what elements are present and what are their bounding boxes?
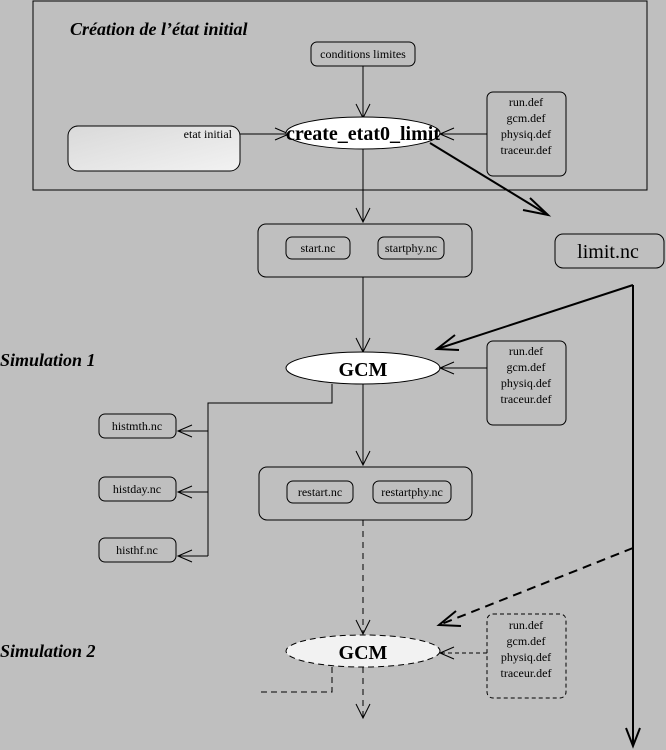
histmth-nc-box[interactable]	[98, 413, 177, 439]
def-file-sim1-3: traceur.def	[501, 392, 552, 406]
arrowhead	[522, 197, 552, 217]
edge-create-to-limit	[429, 142, 549, 216]
restart-files-group	[258, 466, 473, 521]
def-file-sim1-2: physiq.def	[501, 376, 551, 390]
section-title-sim1: Simulation 1	[0, 350, 96, 370]
restartphy-nc-label: restartphy.nc	[381, 485, 443, 499]
def-file-creation-3: traceur.def	[501, 143, 552, 157]
def-file-sim2-2: physiq.def	[501, 650, 551, 664]
gcm1-label: GCM	[339, 359, 388, 381]
arrowhead	[355, 619, 371, 636]
arrowhead	[438, 646, 455, 660]
histhf-nc-label: histhf.nc	[116, 543, 158, 557]
startphy-nc-label: startphy.nc	[385, 241, 437, 255]
def-files-sim1-box[interactable]	[486, 340, 567, 426]
restartphy-nc-box[interactable]	[372, 480, 452, 504]
histday-nc-label: histday.nc	[113, 482, 161, 496]
edge-gcm2-to-hist	[261, 667, 333, 693]
restart-nc-box[interactable]	[286, 480, 354, 504]
def-file-sim2-0: run.def	[509, 618, 543, 632]
startphy-nc-box[interactable]	[377, 236, 445, 260]
create-etat0-limit-label: create_etat0_limit	[286, 123, 440, 145]
arrowhead	[434, 334, 460, 351]
section-title-creation: Création de l’état initial	[70, 19, 248, 39]
arrowhead	[438, 361, 455, 375]
etat-initial-label: etat initial	[184, 127, 233, 141]
start-nc-label: start.nc	[301, 241, 336, 255]
arrowhead	[355, 450, 371, 467]
start-nc-box[interactable]	[285, 236, 351, 260]
def-file-sim2-1: gcm.def	[507, 634, 546, 648]
def-file-creation-2: physiq.def	[501, 127, 551, 141]
def-files-sim2-box[interactable]	[486, 613, 567, 699]
restart-nc-label: restart.nc	[298, 485, 342, 499]
def-file-creation-1: gcm.def	[507, 111, 546, 125]
edge-limit-to-gcm1	[436, 284, 634, 350]
def-file-sim1-0: run.def	[509, 344, 543, 358]
creation-frame	[32, 0, 648, 191]
arrowhead	[438, 127, 455, 141]
conditions-limites-label: conditions limites	[320, 47, 406, 61]
arrowhead	[176, 424, 193, 438]
etat-initial-box[interactable]	[67, 125, 241, 172]
arrowhead	[436, 610, 462, 627]
histday-nc-box[interactable]	[98, 476, 177, 502]
limit-nc-label: limit.nc	[577, 241, 639, 263]
edge-limit-to-gcm2	[438, 547, 634, 626]
arrowhead	[625, 727, 641, 749]
arrowhead	[355, 207, 371, 224]
arrowhead	[355, 703, 371, 720]
histhf-nc-box[interactable]	[98, 537, 177, 563]
def-file-sim1-1: gcm.def	[507, 360, 546, 374]
def-file-sim2-3: traceur.def	[501, 666, 552, 680]
def-file-creation-0: run.def	[509, 95, 543, 109]
limit-nc-box[interactable]	[554, 233, 665, 269]
edge-gcm1-to-hist	[207, 384, 333, 556]
gcm2-label: GCM	[339, 642, 388, 664]
arrowhead	[176, 485, 193, 499]
section-title-sim2: Simulation 2	[0, 641, 96, 661]
histmth-nc-label: histmth.nc	[112, 419, 162, 433]
arrowhead	[176, 549, 193, 563]
